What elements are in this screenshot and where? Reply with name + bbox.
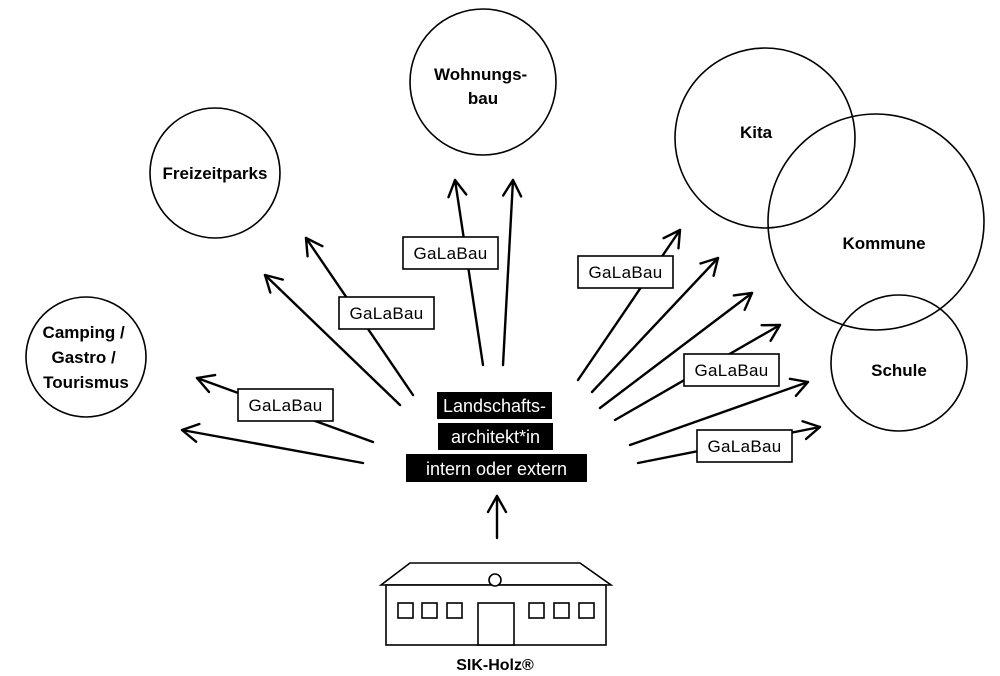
circle-schule-label: Schule [871,361,927,380]
galabau-tag-right-top: GaLaBau [577,255,674,289]
central-label-line-1: Landschafts- [443,396,546,416]
circle-camping-line-3: Tourismus [43,373,129,392]
galabau-tag-right-low: GaLaBau [696,429,793,463]
galabau-tag-left-low: GaLaBau [237,388,334,422]
svg-text:Camping / Gastro /: Camping / Gastro / Tourismus [43,323,130,392]
arrow-wohnungsbau-2 [501,178,523,367]
svg-text:Kommune: Kommune [842,234,925,253]
arrow-wohnungsbau-1 [447,178,485,367]
central-label: Landschafts- architekt*in intern oder ex… [406,392,587,482]
circle-kommune: Kommune [767,113,985,331]
circle-camping-line-1: Camping / [43,323,125,342]
galabau-tag-right-top-label: GaLaBau [589,263,663,282]
circle-freizeitparks-label: Freizeitparks [163,164,268,183]
circle-wohnungsbau: Wohnungs- bau [409,8,557,156]
building-caption: SIK-Holz® [456,657,534,674]
central-label-line-2: architekt*in [451,427,540,447]
central-label-line-3: intern oder extern [426,459,567,479]
circle-freizeitparks: Freizeitparks [149,107,281,239]
circle-kita-label: Kita [740,123,773,142]
circle-camping-line-2: Gastro / [52,348,117,367]
galabau-tag-right-low-label: GaLaBau [708,437,782,456]
svg-text:Freizeitparks: Freizeitparks [163,164,268,183]
arrow-schule-1 [628,377,810,447]
circle-wohnungsbau-line-2: bau [468,89,498,108]
galabau-tag-left-low-label: GaLaBau [249,396,323,415]
arrow-camping-2 [180,422,365,465]
circle-wohnungsbau-line-1: Wohnungs- [434,65,527,84]
school-building-icon [378,562,614,646]
circle-kommune-label: Kommune [842,234,925,253]
circle-kita: Kita [674,47,856,229]
svg-text:Wohnungs- bau: Wohnungs- bau [434,65,532,108]
galabau-tag-right-mid: GaLaBau [683,353,780,387]
galabau-tag-top-label: GaLaBau [414,244,488,263]
arrow-kita-2 [590,256,720,394]
circle-camping: Camping / Gastro / Tourismus [25,296,147,418]
arrow-kommune-1 [598,291,754,410]
galabau-tag-top: GaLaBau [402,236,499,270]
arrow-freizeitparks-2 [263,273,402,407]
galabau-tag-left-mid: GaLaBau [338,296,435,330]
svg-text:Schule: Schule [871,361,927,380]
galabau-tag-left-mid-label: GaLaBau [350,304,424,323]
arrow-kita-1 [576,228,682,382]
svg-text:Kita: Kita [740,123,773,142]
circle-schule: Schule [830,294,968,432]
galabau-tag-right-mid-label: GaLaBau [695,361,769,380]
